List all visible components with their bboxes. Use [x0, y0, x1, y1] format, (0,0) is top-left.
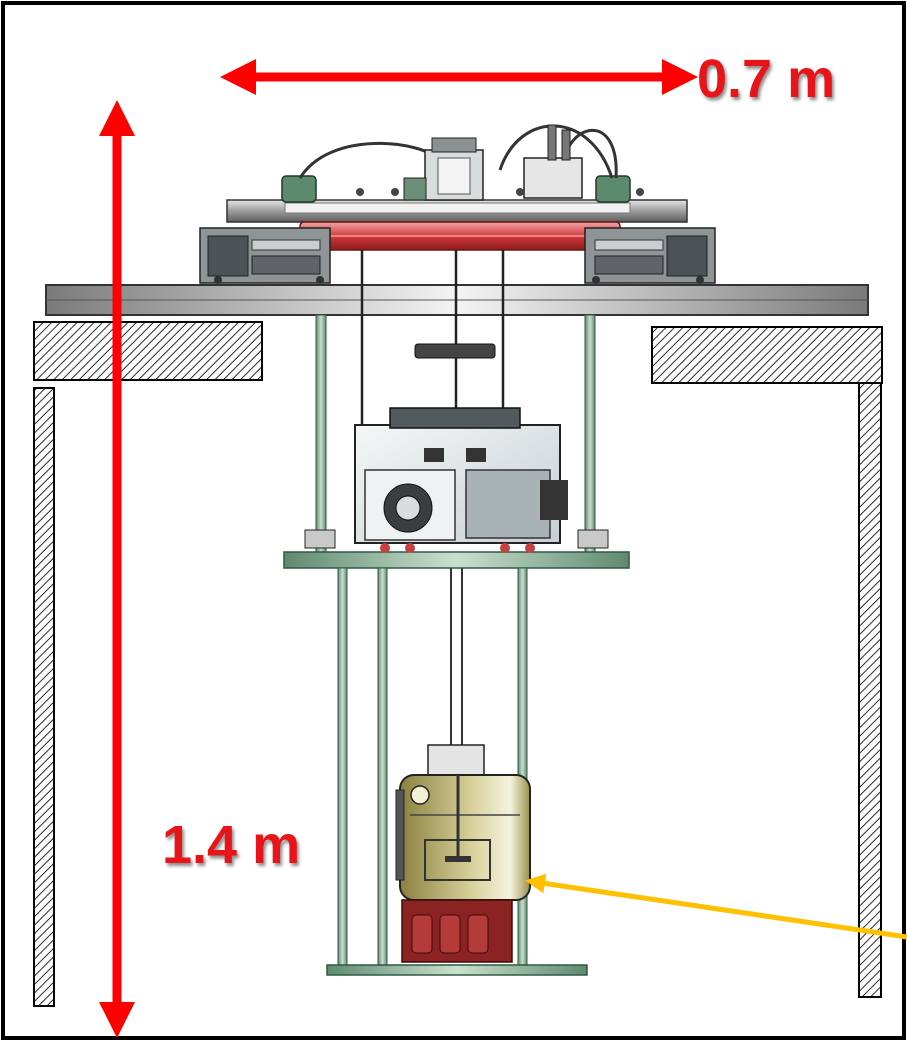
sample-canister: [395, 744, 531, 963]
height-dimension-label: 1.4 m: [162, 815, 301, 875]
bottom-plate: [326, 964, 588, 976]
pointer-arrow-icon: [525, 873, 907, 940]
hatched-supports: [33, 321, 883, 1007]
left-side-block: [199, 227, 331, 284]
middle-plate: [283, 551, 630, 569]
right-ledge: [651, 326, 883, 384]
right-wall: [858, 382, 882, 998]
left-wall: [33, 387, 55, 1007]
right-side-block: [584, 227, 716, 284]
middle-vacuum-box: [304, 407, 609, 549]
left-ledge: [33, 321, 263, 381]
width-dimension-label: 0.7 m: [697, 49, 836, 109]
support-rods-upper: [315, 250, 596, 556]
